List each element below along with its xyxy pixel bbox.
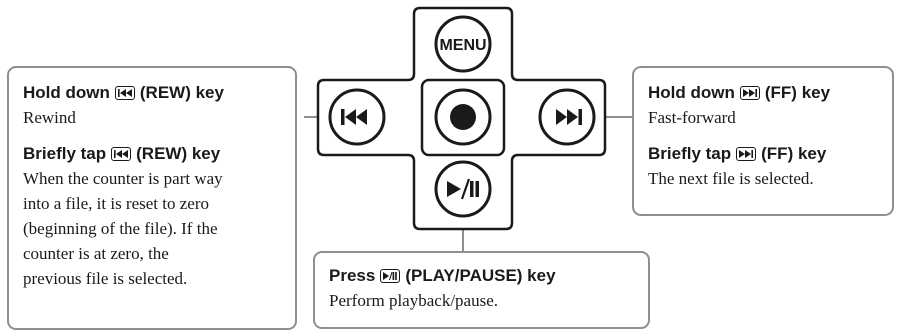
rew-tap-desc: When the counter is part way into a file…	[23, 166, 281, 291]
ff-info-box: Hold down (FF) key Fast-forward Briefly …	[632, 66, 894, 216]
rew-tap-prefix: Briefly tap	[23, 144, 107, 163]
play-prefix: Press	[329, 266, 376, 285]
record-icon	[450, 104, 476, 130]
play-pause-key-icon	[380, 269, 401, 283]
rew-hold-suffix: (REW) key	[139, 83, 224, 102]
rew-tap-desc-line: previous file is selected.	[23, 269, 188, 288]
record-key[interactable]	[434, 88, 492, 146]
rew-key-icon	[114, 86, 135, 100]
ff-tap-prefix: Briefly tap	[648, 144, 732, 163]
ff-hold-prefix: Hold down	[648, 83, 735, 102]
rew-tap-desc-line: (beginning of the file). If the	[23, 219, 218, 238]
rew-key[interactable]	[328, 88, 386, 146]
rew-key-icon	[111, 147, 132, 161]
ff-hold-heading: Hold down (FF) key	[648, 82, 878, 104]
ff-key[interactable]	[538, 88, 596, 146]
menu-key[interactable]: MENU	[434, 15, 492, 73]
rew-icon	[341, 109, 367, 125]
ff-tap-heading: Briefly tap (FF) key	[648, 143, 878, 165]
ff-hold-suffix: (FF) key	[764, 83, 831, 102]
play-desc: Perform playback/pause.	[329, 291, 498, 310]
menu-key-label: MENU	[439, 37, 486, 54]
rew-tap-suffix: (REW) key	[136, 144, 221, 163]
ff-icon	[556, 109, 582, 125]
rew-hold-heading: Hold down (REW) key	[23, 82, 281, 104]
rew-tap-desc-line: When the counter is part way	[23, 169, 223, 188]
rew-hold-desc: Rewind	[23, 108, 76, 127]
ff-hold-desc: Fast-forward	[648, 108, 736, 127]
play-info-box: Press (PLAY/PAUSE) key Perform playback/…	[313, 251, 650, 329]
rew-tap-heading: Briefly tap (REW) key	[23, 143, 281, 165]
ff-key-icon	[736, 147, 757, 161]
play-suffix: (PLAY/PAUSE) key	[405, 266, 556, 285]
ff-tap-desc: The next file is selected.	[648, 169, 814, 188]
ff-key-icon	[739, 86, 760, 100]
rew-tap-desc-line: counter is at zero, the	[23, 244, 169, 263]
play-pause-key[interactable]	[434, 160, 492, 218]
play-heading: Press (PLAY/PAUSE) key	[329, 265, 634, 287]
play-pause-icon	[447, 178, 479, 200]
rew-hold-prefix: Hold down	[23, 83, 110, 102]
rew-info-box: Hold down (REW) key Rewind Briefly tap (…	[7, 66, 297, 330]
rew-tap-desc-line: into a file, it is reset to zero	[23, 194, 209, 213]
ff-tap-suffix: (FF) key	[761, 144, 827, 163]
